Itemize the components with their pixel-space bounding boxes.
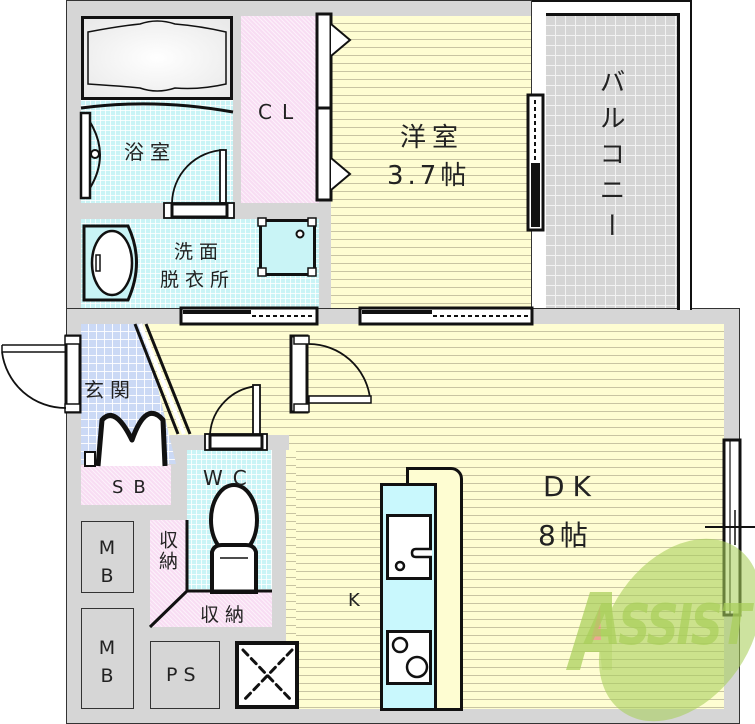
western-room [331,16,531,308]
stove [386,630,432,685]
closet-label: CL [258,100,304,124]
shoe-box-label: SB [112,477,156,498]
pipe-space [150,641,220,709]
shoe-box [81,465,171,505]
toilet-label: WC [203,466,257,490]
meter-box-2-label: MB [96,637,118,693]
bathroom-label: 浴室 [124,140,176,164]
meter-box-1-label: MB [96,537,118,593]
dk-size: 8帖 [538,519,592,552]
watermark-text: ASSIST [586,593,751,658]
meter-box-2 [81,608,134,709]
balcony-label: バルコニー [595,68,625,248]
washroom-label-line1: 洗面 [174,241,225,263]
dk-name: DK [543,470,599,503]
kitchen-label: K [348,590,366,611]
watermark-logo [566,538,755,722]
storage-label-vertical: 収納 [156,530,178,572]
balcony [546,16,680,308]
washing-machine-pan [259,219,316,276]
balcony-rail-outline [532,0,692,310]
pipe-space-label: PS [166,664,202,686]
balcony-rail-inner [546,13,680,310]
storage-label-horizontal: 収納 [200,604,251,626]
dining-kitchen [289,324,724,709]
western-room-size: 3.7帖 [387,161,471,191]
entrance-label: 玄関 [84,378,136,402]
sink [386,514,432,580]
meter-box-1 [81,521,134,593]
storage-horizontal [150,592,272,627]
dining-kitchen-left [286,450,296,709]
closet [241,16,319,203]
bathtub [81,16,233,100]
balcony-rail [532,0,692,310]
western-room-name: 洋室 [400,123,465,153]
washroom-label-line2: 脱衣所 [160,269,236,291]
